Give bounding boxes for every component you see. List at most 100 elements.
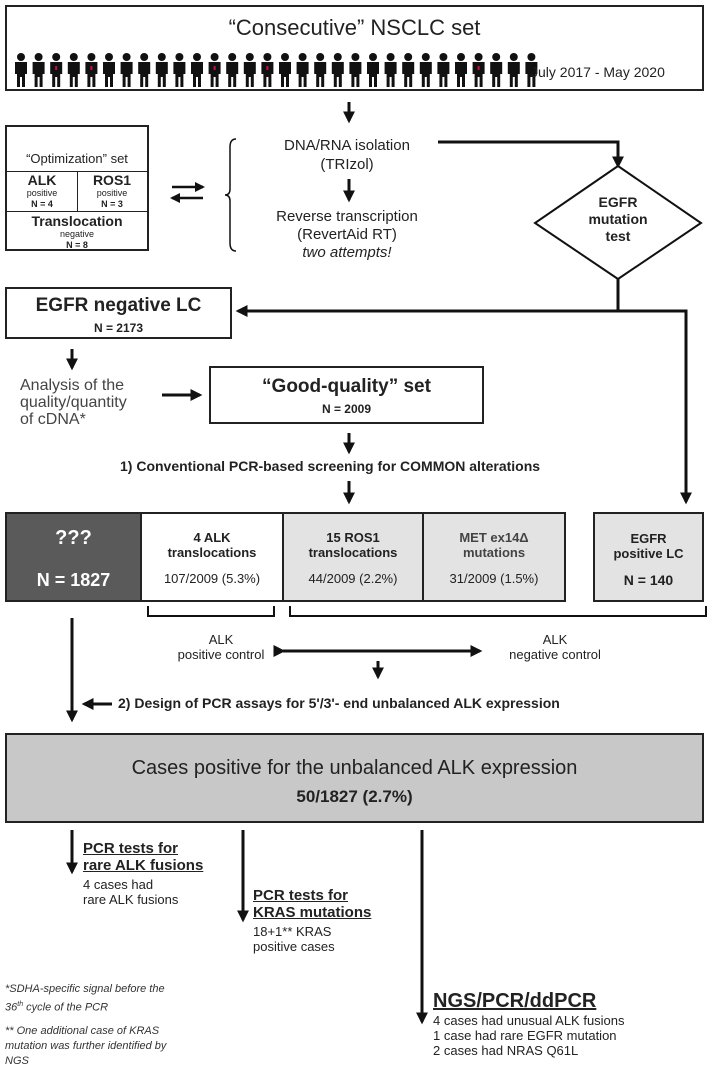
pos-control-l2: positive control <box>177 647 265 662</box>
optimization-divider-h2 <box>7 211 147 212</box>
footnote2-a: ** One additional case of KRAS <box>5 1025 160 1037</box>
person-icon <box>367 53 379 87</box>
translocation-label: Translocation <box>31 213 123 229</box>
footnote1-c: th <box>17 1001 24 1008</box>
egfr-test-diamond <box>533 164 703 281</box>
person-icon <box>67 53 80 87</box>
met-box-title1: MET ex14Δ <box>459 530 529 545</box>
ros1-n: N = 3 <box>101 199 123 209</box>
person-icon <box>32 53 45 87</box>
good-quality-title: “Good-quality” set <box>262 376 431 397</box>
rare-alk-t2: rare ALK fusions <box>83 892 179 907</box>
bracket-ros-met <box>289 606 707 617</box>
egfr-negative-title: EGFR negative LC <box>35 295 202 316</box>
footnote2-c: NGS <box>5 1055 29 1067</box>
egfr-positive-n: N = 140 <box>623 572 674 588</box>
egfr-negative-n: N = 2173 <box>93 321 144 335</box>
person-icon <box>208 53 221 87</box>
person-icon <box>314 53 327 87</box>
egfr-positive-l2: positive LC <box>613 546 684 561</box>
consecutive-set-box: “Consecutive” NSCLC set July 2017 - May … <box>5 5 704 91</box>
person-icon <box>419 53 432 87</box>
bracket-alk <box>147 606 275 617</box>
kras-t1: 18+1** KRAS <box>253 924 332 939</box>
optimization-title: “Optimization” set <box>26 151 128 166</box>
unknown-n: N = 1827 <box>36 570 111 590</box>
footnote2-b: mutation was further identified by <box>5 1040 167 1052</box>
met-mutations-box: MET ex14Δ mutations 31/2009 (1.5%) <box>422 512 566 602</box>
isolation-line2: (TRIzol) <box>320 156 374 173</box>
alk-box-value: 107/2009 (5.3%) <box>163 571 261 586</box>
arrow-isolation-to-egfr <box>438 140 624 169</box>
ros1-label: ROS1 <box>92 172 132 188</box>
translocation-sub: negative <box>59 229 95 239</box>
person-icon <box>261 53 274 87</box>
ros-box-title2: translocations <box>308 545 398 560</box>
result-value: 50/1827 (2.7%) <box>296 787 413 806</box>
translocation-negative-cell: Translocation negative N = 8 <box>7 213 147 251</box>
alk-translocations-box: 4 ALK translocations 107/2009 (5.3%) <box>140 512 284 602</box>
arrow-egfr-to-negative <box>235 273 620 317</box>
person-icon <box>279 53 291 87</box>
alk-positive-cell: ALK positive N = 4 <box>7 172 77 210</box>
period-label: July 2017 - May 2020 <box>531 64 665 80</box>
person-icon <box>507 53 520 87</box>
rare-alk-h1: PCR tests for <box>83 840 179 857</box>
person-icon <box>331 53 344 87</box>
good-quality-box: “Good-quality” set N = 2009 <box>209 366 484 424</box>
ngs-t1: 4 cases had unusual ALK fusions <box>433 1013 625 1028</box>
alk-sub: positive <box>26 188 58 198</box>
analysis-l2: quality/quantity <box>20 394 127 411</box>
person-icon <box>243 53 256 87</box>
kras-h1: PCR tests for <box>253 887 349 904</box>
person-icon <box>455 53 467 87</box>
analysis-l1: Analysis of the <box>20 377 125 394</box>
translocation-n: N = 8 <box>66 240 88 250</box>
optimization-set-box: “Optimization” set ALK positive N = 4 RO… <box>5 125 149 251</box>
ngs-t3: 2 cases had NRAS Q61L <box>433 1043 579 1058</box>
person-icon <box>15 53 27 87</box>
ros-box-value: 44/2009 (2.2%) <box>308 571 398 586</box>
person-icon <box>525 53 538 87</box>
person-icon <box>402 53 415 87</box>
arrow-egfr-to-positive <box>618 309 692 505</box>
alk-n: N = 4 <box>31 199 53 209</box>
ngs-title: NGS/PCR/ddPCR <box>433 990 597 1012</box>
rt-line3: two attempts! <box>302 244 392 261</box>
isolation-block: DNA/RNA isolation (TRIzol) <box>242 136 452 174</box>
footnote-2: ** One additional case of KRAS mutation … <box>5 1024 166 1069</box>
person-icon <box>437 53 450 87</box>
rare-alk-t1: 4 cases had <box>83 877 154 892</box>
person-icon <box>138 53 151 87</box>
result-title: Cases positive for the unbalanced ALK ex… <box>131 757 578 779</box>
ngs-t2: 1 case had rare EGFR mutation <box>433 1028 617 1043</box>
curly-bracket <box>224 138 237 252</box>
person-icon <box>490 53 503 87</box>
rt-line2: (RevertAid RT) <box>297 226 397 243</box>
rare-alk-h2: rare ALK fusions <box>83 857 204 874</box>
footnote-1: *SDHA-specific signal before the 36th cy… <box>5 982 165 1016</box>
egfr-test-l1: EGFR <box>598 194 638 210</box>
footnote1-line2: 36th cycle of the PCR <box>5 997 165 1016</box>
person-icon <box>120 53 133 87</box>
result-box: Cases positive for the unbalanced ALK ex… <box>5 733 704 823</box>
footnote1-d: cycle of the PCR <box>23 1001 109 1014</box>
people-figures <box>15 53 538 87</box>
isolation-line1: DNA/RNA isolation <box>284 137 410 154</box>
neg-control-l1: ALK <box>542 632 568 647</box>
kras-block: PCR tests for KRAS mutations 18+1** KRAS… <box>253 887 371 954</box>
consecutive-set-title: “Consecutive” NSCLC set <box>228 15 481 40</box>
ros1-translocations-box: 15 ROS1 translocations 44/2009 (2.2%) <box>282 512 424 602</box>
person-icon <box>296 53 309 87</box>
rare-alk-block: PCR tests for rare ALK fusions 4 cases h… <box>83 840 203 907</box>
egfr-test-l2: mutation <box>588 211 648 227</box>
footnote1-a: *SDHA-specific signal before the <box>5 983 165 995</box>
alk-negative-control: ALK negative control <box>490 632 620 662</box>
ros-box-title1: 15 ROS1 <box>326 530 380 545</box>
alk-box-title1: 4 ALK <box>193 530 231 545</box>
met-box-title2: mutations <box>462 545 526 560</box>
ngs-block: NGS/PCR/ddPCR 4 cases had unusual ALK fu… <box>433 990 625 1058</box>
person-icon <box>349 53 362 87</box>
people-row <box>13 51 545 89</box>
